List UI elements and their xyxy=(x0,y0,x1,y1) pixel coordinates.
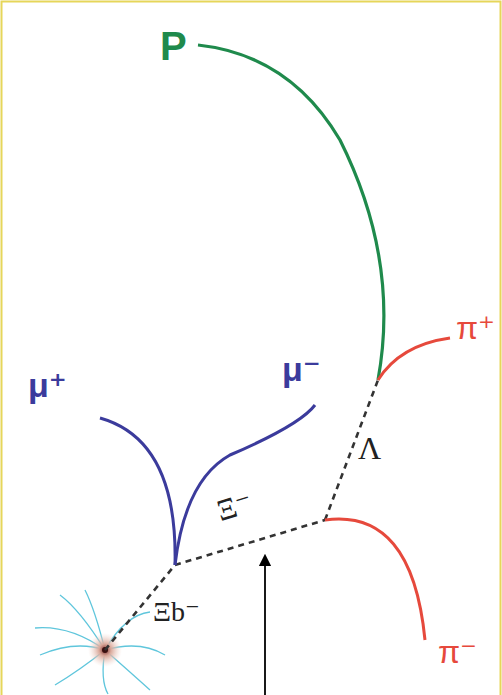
dashed-flight xyxy=(105,380,378,650)
particle-label: Ξ⁻ xyxy=(213,487,255,526)
pion-tracks xyxy=(325,338,450,640)
muon-tracks xyxy=(100,405,315,565)
particle-label: π⁻ xyxy=(438,636,477,668)
particle-label: μ⁺ xyxy=(28,368,67,402)
particle-label: μ⁻ xyxy=(282,352,321,386)
vertex-tracks xyxy=(35,590,165,694)
proton-track xyxy=(198,45,384,380)
pointer-arrow xyxy=(264,560,266,695)
particle-label: π⁺ xyxy=(456,312,495,344)
particle-label: P xyxy=(160,26,187,66)
particle-label: Λ xyxy=(358,432,381,464)
particle-label: Ξb⁻ xyxy=(153,598,200,626)
